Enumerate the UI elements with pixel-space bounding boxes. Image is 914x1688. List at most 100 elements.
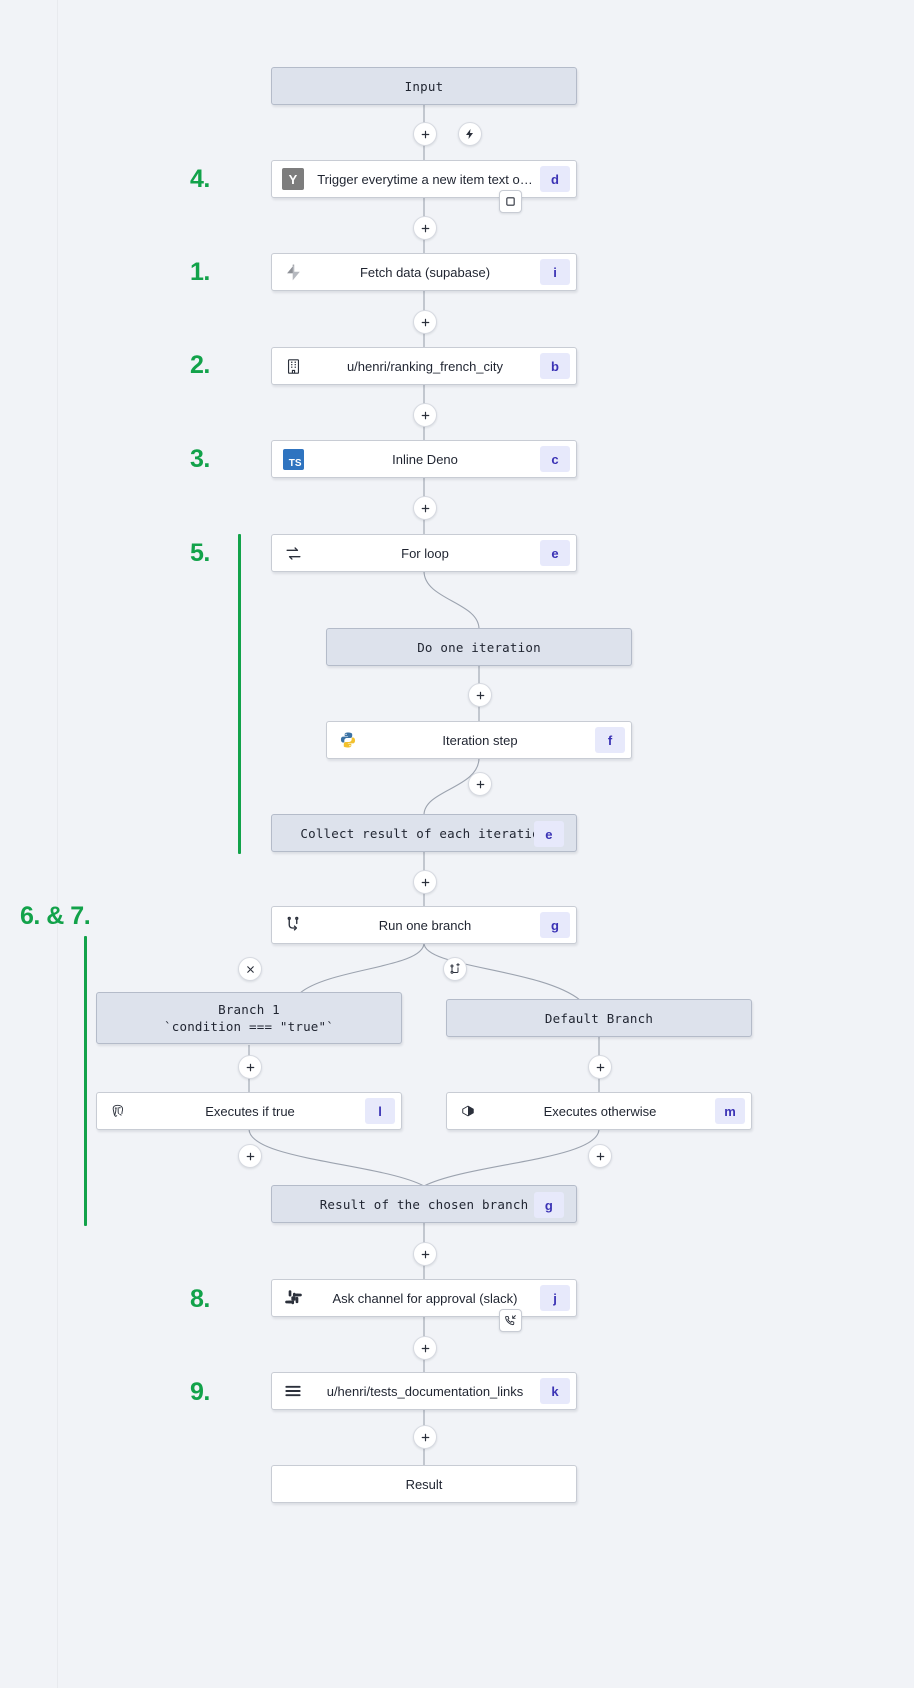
node-executes-otherwise[interactable]: Executes otherwise m bbox=[446, 1092, 752, 1130]
loop-scope-bar bbox=[238, 534, 241, 854]
node-run-one-branch-label: Run one branch bbox=[378, 917, 472, 933]
node-executes-if-true[interactable]: Executes if true l bbox=[96, 1092, 402, 1130]
node-result-chosen-branch[interactable]: Result of the chosen branch g bbox=[271, 1185, 577, 1223]
stop-trigger-button[interactable] bbox=[499, 190, 522, 213]
docker-icon bbox=[453, 1096, 483, 1126]
delete-branch-button[interactable] bbox=[238, 957, 262, 981]
plus-icon bbox=[421, 224, 429, 232]
plus-icon bbox=[596, 1152, 604, 1160]
node-result-chosen-branch-label: Result of the chosen branch bbox=[319, 1196, 529, 1212]
python-icon bbox=[333, 725, 363, 755]
add-step-button-after-otherwise[interactable] bbox=[588, 1144, 612, 1168]
node-ranking-french-city[interactable]: u/henri/ranking_french_city b bbox=[271, 347, 577, 385]
add-step-button-collect-branch[interactable] bbox=[413, 870, 437, 894]
node-result-label: Result bbox=[405, 1476, 443, 1492]
node-collect-result-id: e bbox=[534, 821, 564, 847]
plus-icon bbox=[421, 130, 429, 138]
plus-icon bbox=[421, 1250, 429, 1258]
node-result[interactable]: Result bbox=[271, 1465, 577, 1503]
approval-callback-button[interactable] bbox=[499, 1309, 522, 1332]
add-step-button-iteration-collect[interactable] bbox=[468, 772, 492, 796]
branch-glyph bbox=[287, 916, 299, 931]
step-number-4: 4. bbox=[190, 165, 210, 193]
add-step-button-input-trigger[interactable] bbox=[413, 122, 437, 146]
plus-icon bbox=[421, 878, 429, 886]
add-step-button-after-if-true[interactable] bbox=[238, 1144, 262, 1168]
add-step-button-branch1[interactable] bbox=[238, 1055, 262, 1079]
add-step-button-trigger-fetch[interactable] bbox=[413, 216, 437, 240]
add-step-button-tests-result[interactable] bbox=[413, 1425, 437, 1449]
add-step-button-deno-forloop[interactable] bbox=[413, 496, 437, 520]
step-number-8: 8. bbox=[190, 1285, 210, 1313]
windmill-trigger-icon: Y bbox=[278, 164, 308, 194]
node-executes-if-true-id: l bbox=[365, 1098, 395, 1124]
node-slack-approval-label: Ask channel for approval (slack) bbox=[332, 1290, 518, 1306]
node-branch-1-title: Branch 1 bbox=[218, 1002, 280, 1017]
node-tests-documentation-links[interactable]: u/henri/tests_documentation_links k bbox=[271, 1372, 577, 1410]
node-executes-if-true-label: Executes if true bbox=[205, 1103, 295, 1119]
node-collect-result[interactable]: Collect result of each iteration e bbox=[271, 814, 577, 852]
node-collect-result-label: Collect result of each iteration bbox=[300, 825, 548, 841]
node-trigger-label: Trigger everytime a new item text o… bbox=[317, 171, 533, 187]
add-step-button-iteration[interactable] bbox=[468, 683, 492, 707]
add-step-button-default-branch[interactable] bbox=[588, 1055, 612, 1079]
node-ranking-french-city-label: u/henri/ranking_french_city bbox=[346, 358, 504, 374]
add-branch-button[interactable] bbox=[443, 957, 467, 981]
node-input-label: Input bbox=[404, 78, 444, 94]
supabase-icon bbox=[278, 257, 308, 287]
slack-icon bbox=[278, 1283, 308, 1313]
node-do-one-iteration[interactable]: Do one iteration bbox=[326, 628, 632, 666]
node-executes-otherwise-id: m bbox=[715, 1098, 745, 1124]
node-do-one-iteration-label: Do one iteration bbox=[417, 639, 541, 655]
node-inline-deno-label: Inline Deno bbox=[392, 451, 458, 467]
node-executes-otherwise-label: Executes otherwise bbox=[543, 1103, 657, 1119]
loop-icon bbox=[278, 538, 308, 568]
loop-glyph bbox=[285, 546, 301, 560]
node-inline-deno[interactable]: TS Inline Deno c bbox=[271, 440, 577, 478]
node-tests-documentation-links-label: u/henri/tests_documentation_links bbox=[326, 1383, 524, 1399]
plus-icon bbox=[596, 1063, 604, 1071]
node-default-branch[interactable]: Default Branch bbox=[446, 999, 752, 1037]
node-for-loop[interactable]: For loop e bbox=[271, 534, 577, 572]
plus-icon bbox=[421, 411, 429, 419]
plus-icon bbox=[421, 504, 429, 512]
node-slack-approval[interactable]: Ask channel for approval (slack) j bbox=[271, 1279, 577, 1317]
add-step-button-result-slack[interactable] bbox=[413, 1242, 437, 1266]
add-step-button-fetch-ranking[interactable] bbox=[413, 310, 437, 334]
docker-glyph bbox=[462, 1105, 474, 1117]
plus-icon bbox=[246, 1152, 254, 1160]
trigger-shortcut-button[interactable] bbox=[458, 122, 482, 146]
step-number-5: 5. bbox=[190, 539, 210, 567]
postgresql-glyph bbox=[112, 1104, 123, 1117]
add-step-button-ranking-deno[interactable] bbox=[413, 403, 437, 427]
node-slack-approval-id: j bbox=[540, 1285, 570, 1311]
postgresql-icon bbox=[103, 1096, 133, 1126]
node-inline-deno-id: c bbox=[540, 446, 570, 472]
node-run-one-branch[interactable]: Run one branch g bbox=[271, 906, 577, 944]
plus-icon bbox=[476, 691, 484, 699]
node-fetch-data[interactable]: Fetch data (supabase) i bbox=[271, 253, 577, 291]
add-step-button-slack-tests[interactable] bbox=[413, 1336, 437, 1360]
node-fetch-data-label: Fetch data (supabase) bbox=[359, 264, 491, 280]
plus-icon bbox=[421, 318, 429, 326]
lightning-icon bbox=[466, 129, 473, 139]
node-result-chosen-branch-id: g bbox=[534, 1192, 564, 1218]
plus-icon bbox=[246, 1063, 254, 1071]
phone-callback-icon bbox=[505, 1315, 516, 1326]
plus-icon bbox=[476, 780, 484, 788]
flow-glyph bbox=[285, 1385, 301, 1397]
panel-divider bbox=[57, 0, 58, 1688]
square-icon bbox=[506, 197, 515, 206]
node-default-branch-label: Default Branch bbox=[544, 1010, 654, 1026]
node-iteration-step[interactable]: Iteration step f bbox=[326, 721, 632, 759]
node-branch-1[interactable]: Branch 1 `condition === "true"` bbox=[96, 992, 402, 1044]
node-tests-documentation-links-id: k bbox=[540, 1378, 570, 1404]
node-for-loop-label: For loop bbox=[401, 545, 449, 561]
node-input[interactable]: Input bbox=[271, 67, 577, 105]
node-trigger[interactable]: Y Trigger everytime a new item text o… d bbox=[271, 160, 577, 198]
node-run-one-branch-id: g bbox=[540, 912, 570, 938]
step-number-9: 9. bbox=[190, 1378, 210, 1406]
step-number-6-7: 6. & 7. bbox=[20, 902, 91, 930]
flow-icon bbox=[278, 1376, 308, 1406]
